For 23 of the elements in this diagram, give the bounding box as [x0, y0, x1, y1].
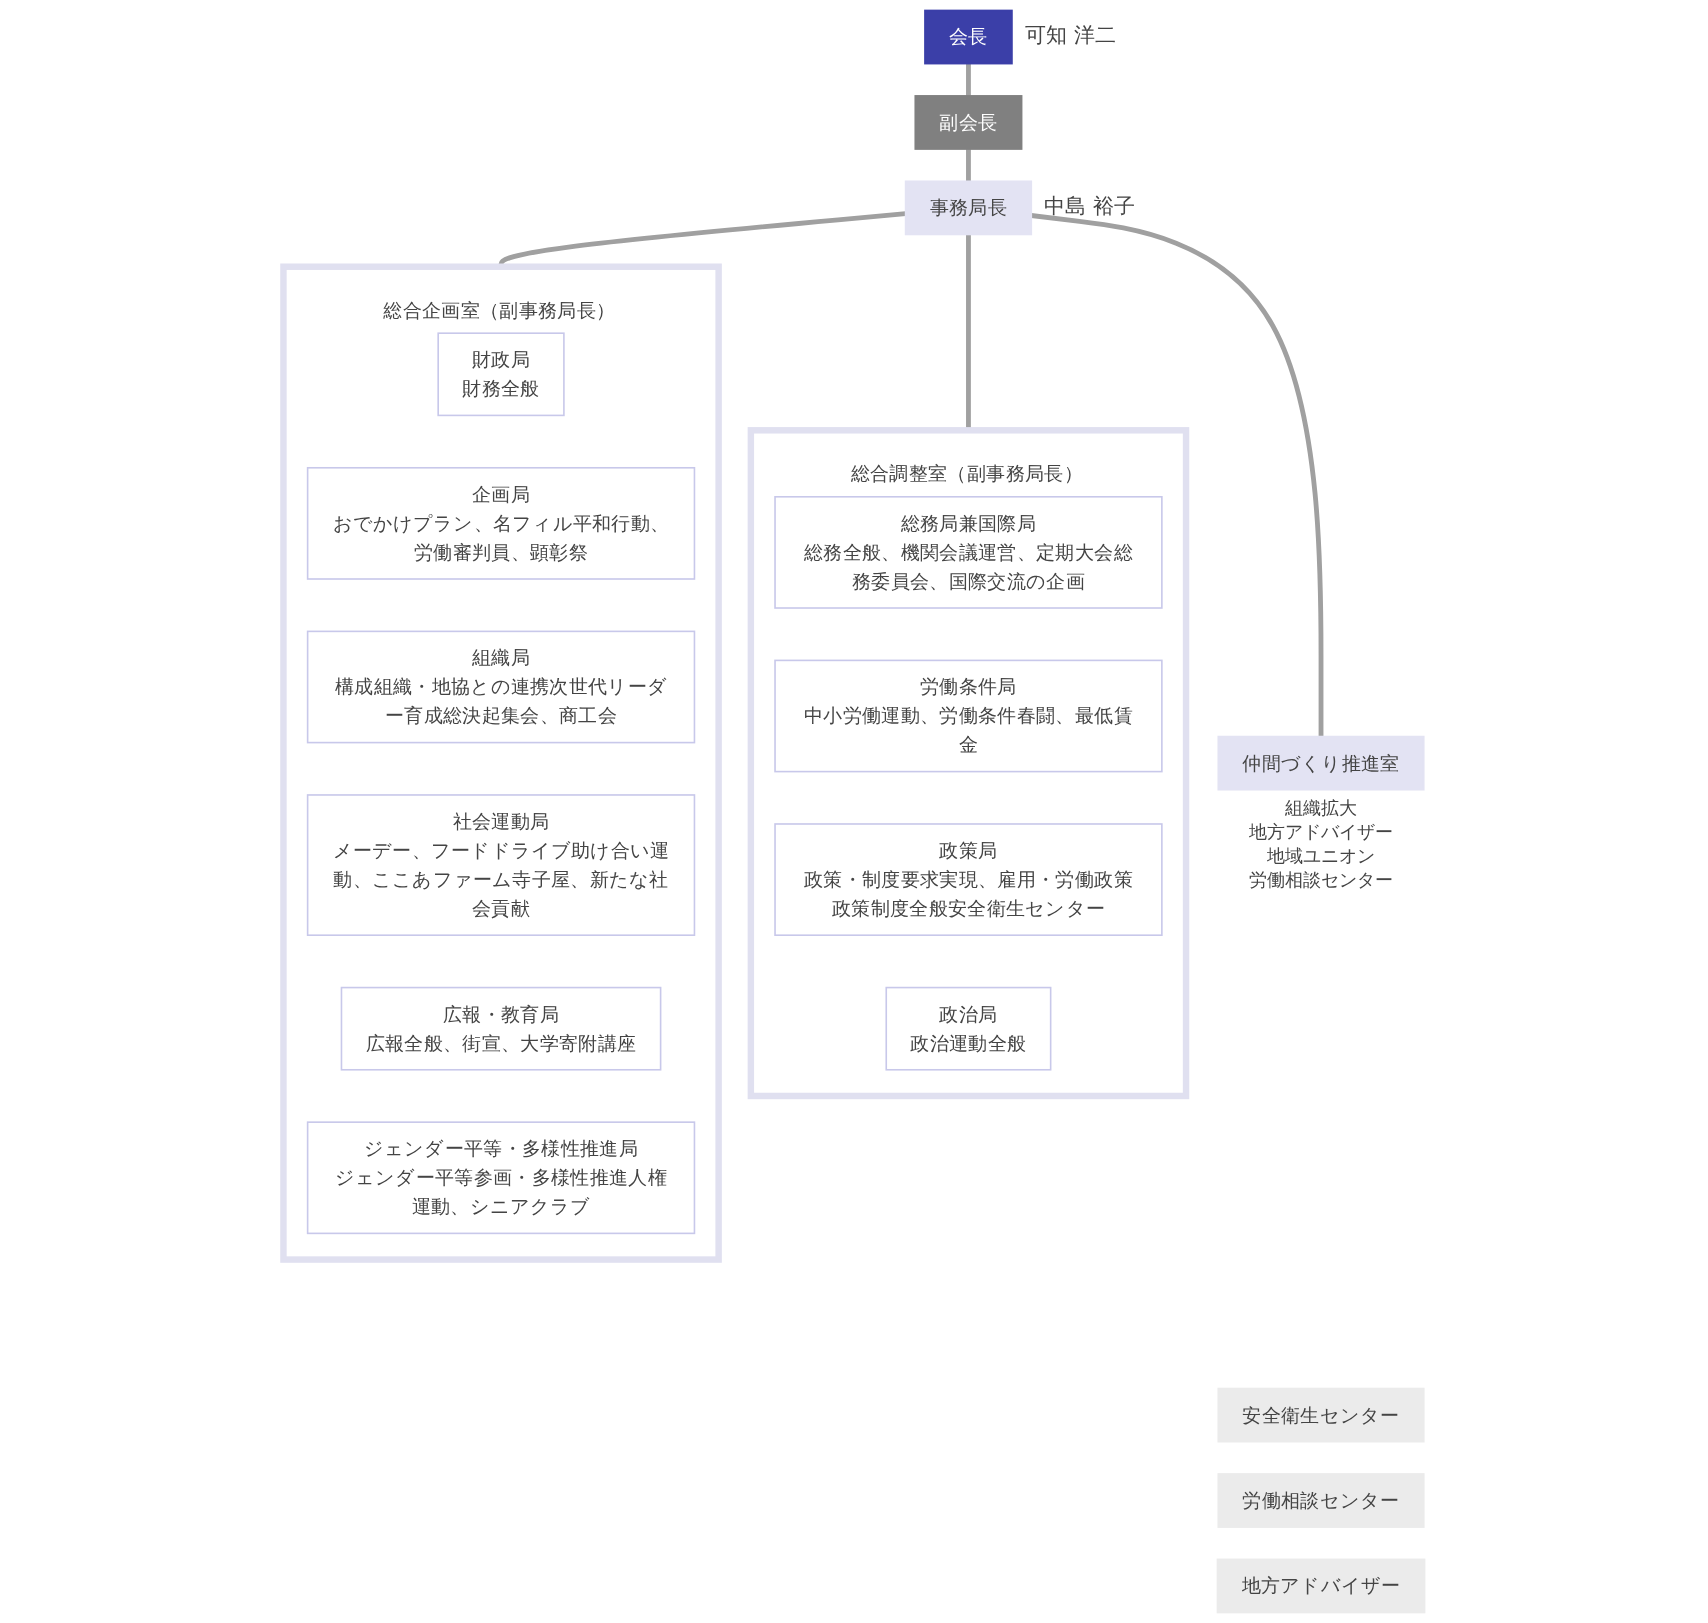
node-box: 社会運動局 メーデー、フードドライブ助け合い運動、ここあファーム寺子屋、新たな社会貢献 [306, 794, 696, 936]
node-box: 会長 [924, 9, 1013, 65]
node-box: 労働条件局 中小労働運動、労働条件春闘、最低賃金 [774, 659, 1163, 773]
node-box: 広報・教育局 広報全般、街宣、大学寄附講座 [340, 986, 662, 1071]
node-box: 政策局 政策・制度要求実現、雇用・労働政策政策制度全般安全衛生センター [774, 823, 1163, 936]
connector [1031, 213, 1324, 737]
item-text: 労働相談センター [1249, 870, 1393, 891]
name-text: 可知 洋二 [1024, 22, 1116, 47]
node-box: 事務局長 [904, 180, 1033, 236]
item-text: 組織拡大 [1285, 797, 1357, 818]
node-box: ジェンダー平等・多様性推進局 ジェンダー平等参画・多様性推進人権運動、シニアクラブ [306, 1121, 696, 1235]
connector [966, 149, 971, 182]
node-box: 副会長 [914, 95, 1023, 150]
item-text: 地域ユニオン [1267, 846, 1375, 867]
node-box: 総務局兼国際局 総務全般、機関会議運営、定期大会総務委員会、国際交流の企画 [774, 496, 1163, 609]
node-box: 財政局 財務全般 [437, 332, 565, 417]
node-box: 仲間づくり推進室 [1217, 735, 1425, 791]
item-text: 地方アドバイザー [1249, 822, 1393, 843]
node-box: 組織局 構成組織・地協との連携次世代リーダー育成総決起集会、商工会 [306, 630, 696, 744]
node-box: 企画局 おでかけプラン、名フィル平和行動、労働審判員、顕彰祭 [306, 466, 696, 580]
name-text: 中島 裕子 [1044, 193, 1135, 218]
connector [966, 63, 971, 96]
node-box: 政治局 政治運動全般 [885, 986, 1052, 1071]
